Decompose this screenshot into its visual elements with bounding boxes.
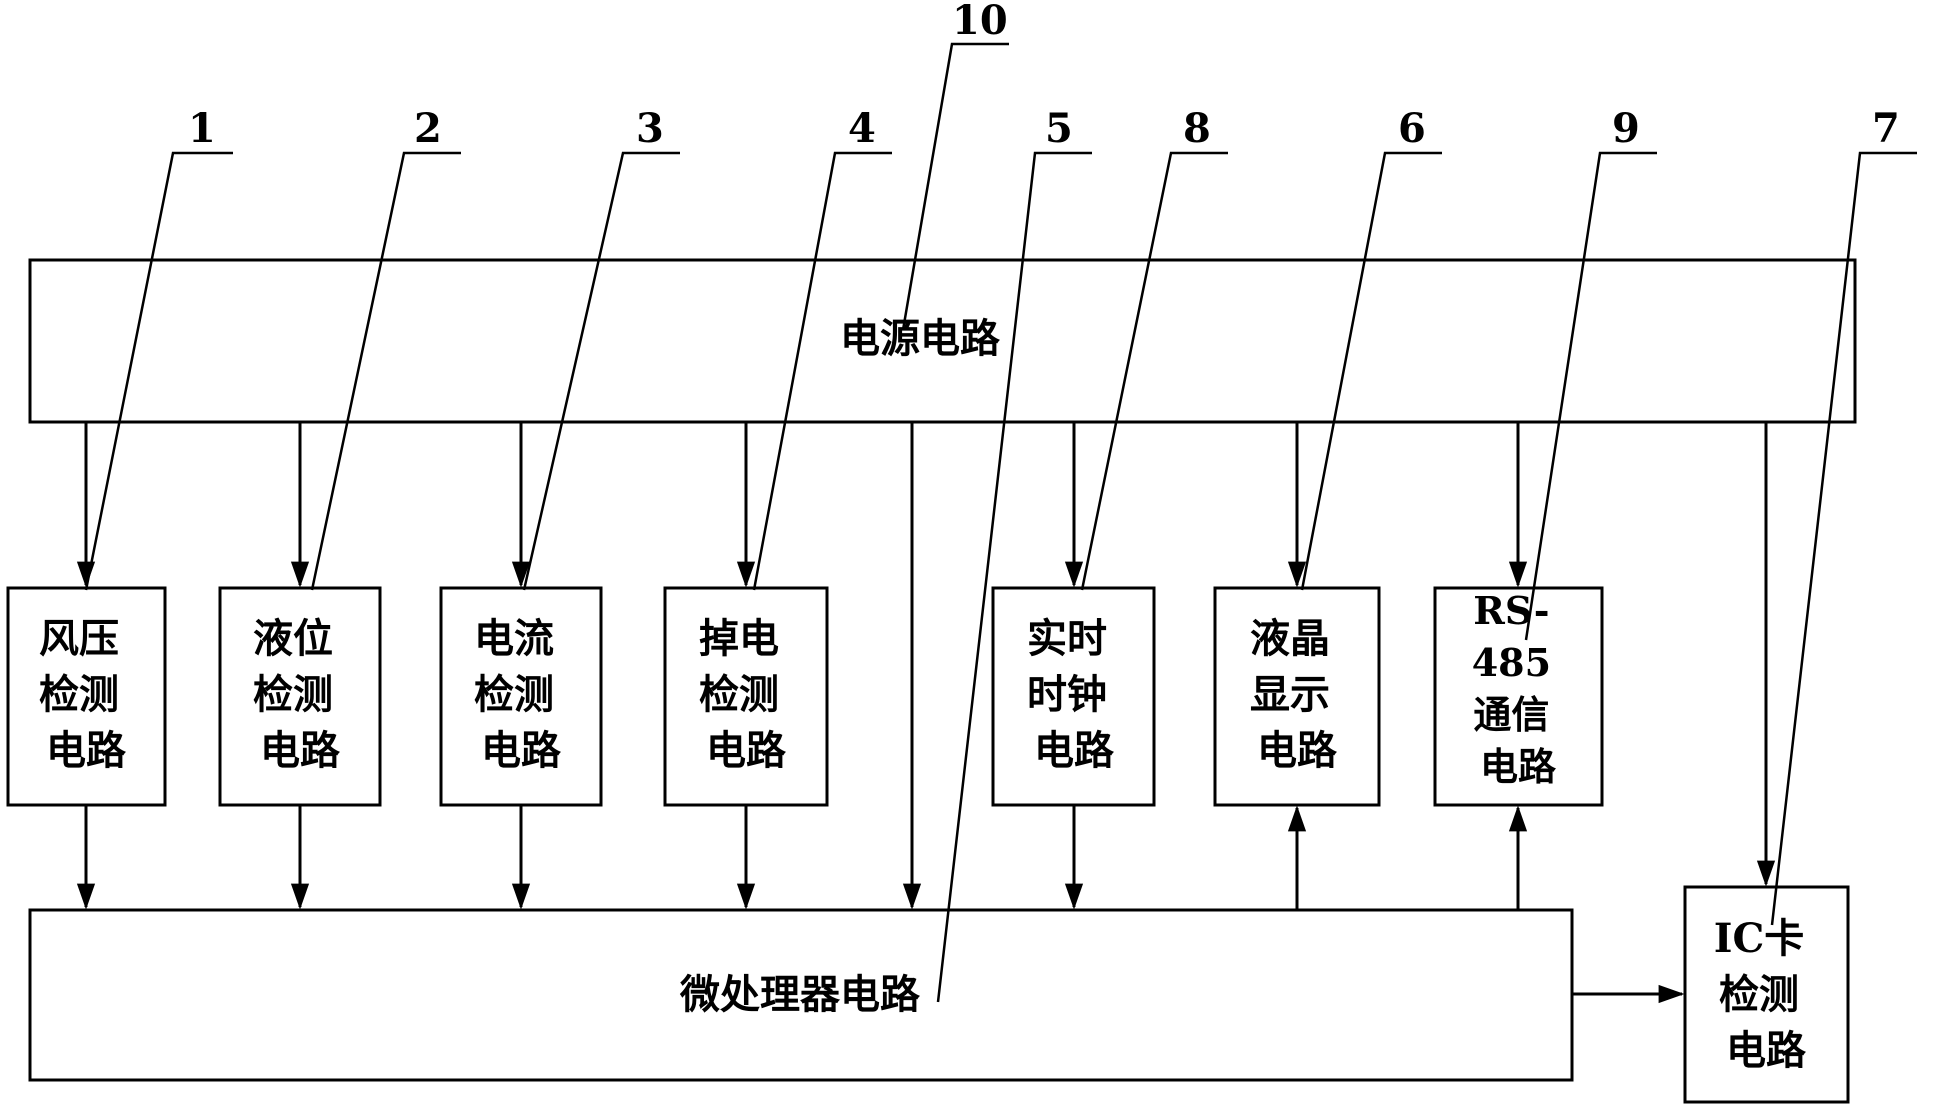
module-line: 液晶 — [1250, 615, 1330, 662]
module-line: 电路 — [46, 727, 127, 774]
module-line: 电路 — [1480, 744, 1557, 789]
ref-number-rs485: 9 — [1612, 105, 1640, 152]
microprocessor-label: 微处理器电路 — [679, 971, 921, 1018]
ref-number-wind: 1 — [188, 105, 216, 152]
module-line: 检测 — [474, 671, 554, 718]
module-line: 显示 — [1250, 671, 1330, 718]
svg-text:IC卡 检测 电路: IC卡 检测 电路 — [1714, 915, 1818, 1074]
module-line: 检测 — [1719, 971, 1799, 1018]
module-line: 风压 — [39, 615, 119, 662]
svg-text:液位 检测 电路: 液位 检测 电路 — [253, 615, 347, 774]
module-line: IC卡 — [1714, 915, 1805, 962]
ref-number-level: 2 — [414, 105, 442, 152]
ref-number-clock: 8 — [1183, 105, 1211, 152]
svg-text:风压 检测 电路: 风压 检测 电路 — [39, 615, 133, 774]
power-circuit-block: 电源电路 — [28, 258, 1857, 424]
svg-text:电流 检测 电路: 电流 检测 电路 — [474, 615, 568, 774]
power-distribution-arrows — [76, 422, 1776, 910]
module-line: 检测 — [253, 671, 333, 718]
power-outage-detection-block: 掉电 检测 电路 — [663, 586, 829, 807]
svg-text:实时 时钟 电路: 实时 时钟 电路 — [1027, 615, 1121, 774]
svg-text:RS- 485 通信 电: RS- 485 通信 电路 — [1472, 588, 1565, 789]
svg-text:掉电 检测 电路: 掉电 检测 电路 — [699, 615, 793, 774]
module-line: 掉电 — [699, 615, 779, 662]
power-circuit-label: 电源电路 — [840, 315, 1001, 362]
ref-number-power: 10 — [952, 0, 1008, 44]
rs485-communication-block: RS- 485 通信 电路 — [1433, 586, 1604, 807]
ref-number-lcd: 6 — [1398, 105, 1426, 152]
module-line: 检测 — [699, 671, 779, 718]
reference-numbers: 1 2 3 4 5 8 6 9 7 10 — [188, 0, 1900, 152]
module-line: 485 — [1472, 640, 1551, 685]
wind-pressure-detection-block: 风压 检测 电路 — [6, 586, 167, 807]
current-detection-block: 电流 检测 电路 — [439, 586, 603, 807]
ic-card-detection-block: IC卡 检测 电路 — [1683, 885, 1850, 1104]
ref-number-outage: 4 — [848, 105, 876, 152]
ref-number-mcu: 5 — [1045, 105, 1073, 152]
module-line: 实时 — [1027, 615, 1107, 662]
ref-number-current: 3 — [636, 105, 664, 152]
module-line: 通信 — [1473, 692, 1549, 737]
module-line: 时钟 — [1027, 671, 1107, 718]
module-line: 电路 — [706, 727, 787, 774]
svg-text:液晶 显示 电路: 液晶 显示 电路 — [1250, 615, 1344, 774]
ref-number-iccard: 7 — [1872, 105, 1900, 152]
module-line: 电路 — [260, 727, 341, 774]
module-line: 液位 — [253, 615, 333, 662]
microprocessor-block: 微处理器电路 — [28, 908, 1574, 1082]
module-line: 电路 — [1034, 727, 1115, 774]
module-line: 电路 — [481, 727, 562, 774]
signal-arrows — [76, 805, 1685, 1004]
real-time-clock-block: 实时 时钟 电路 — [991, 586, 1156, 807]
module-line: 电路 — [1726, 1027, 1807, 1074]
module-line: 检测 — [39, 671, 119, 718]
module-line: RS- — [1473, 588, 1549, 633]
lcd-display-block: 液晶 显示 电路 — [1213, 586, 1381, 807]
module-line: 电流 — [474, 615, 554, 662]
module-line: 电路 — [1257, 727, 1338, 774]
reference-leaders — [84, 42, 1917, 1003]
liquid-level-detection-block: 液位 检测 电路 — [218, 586, 382, 807]
